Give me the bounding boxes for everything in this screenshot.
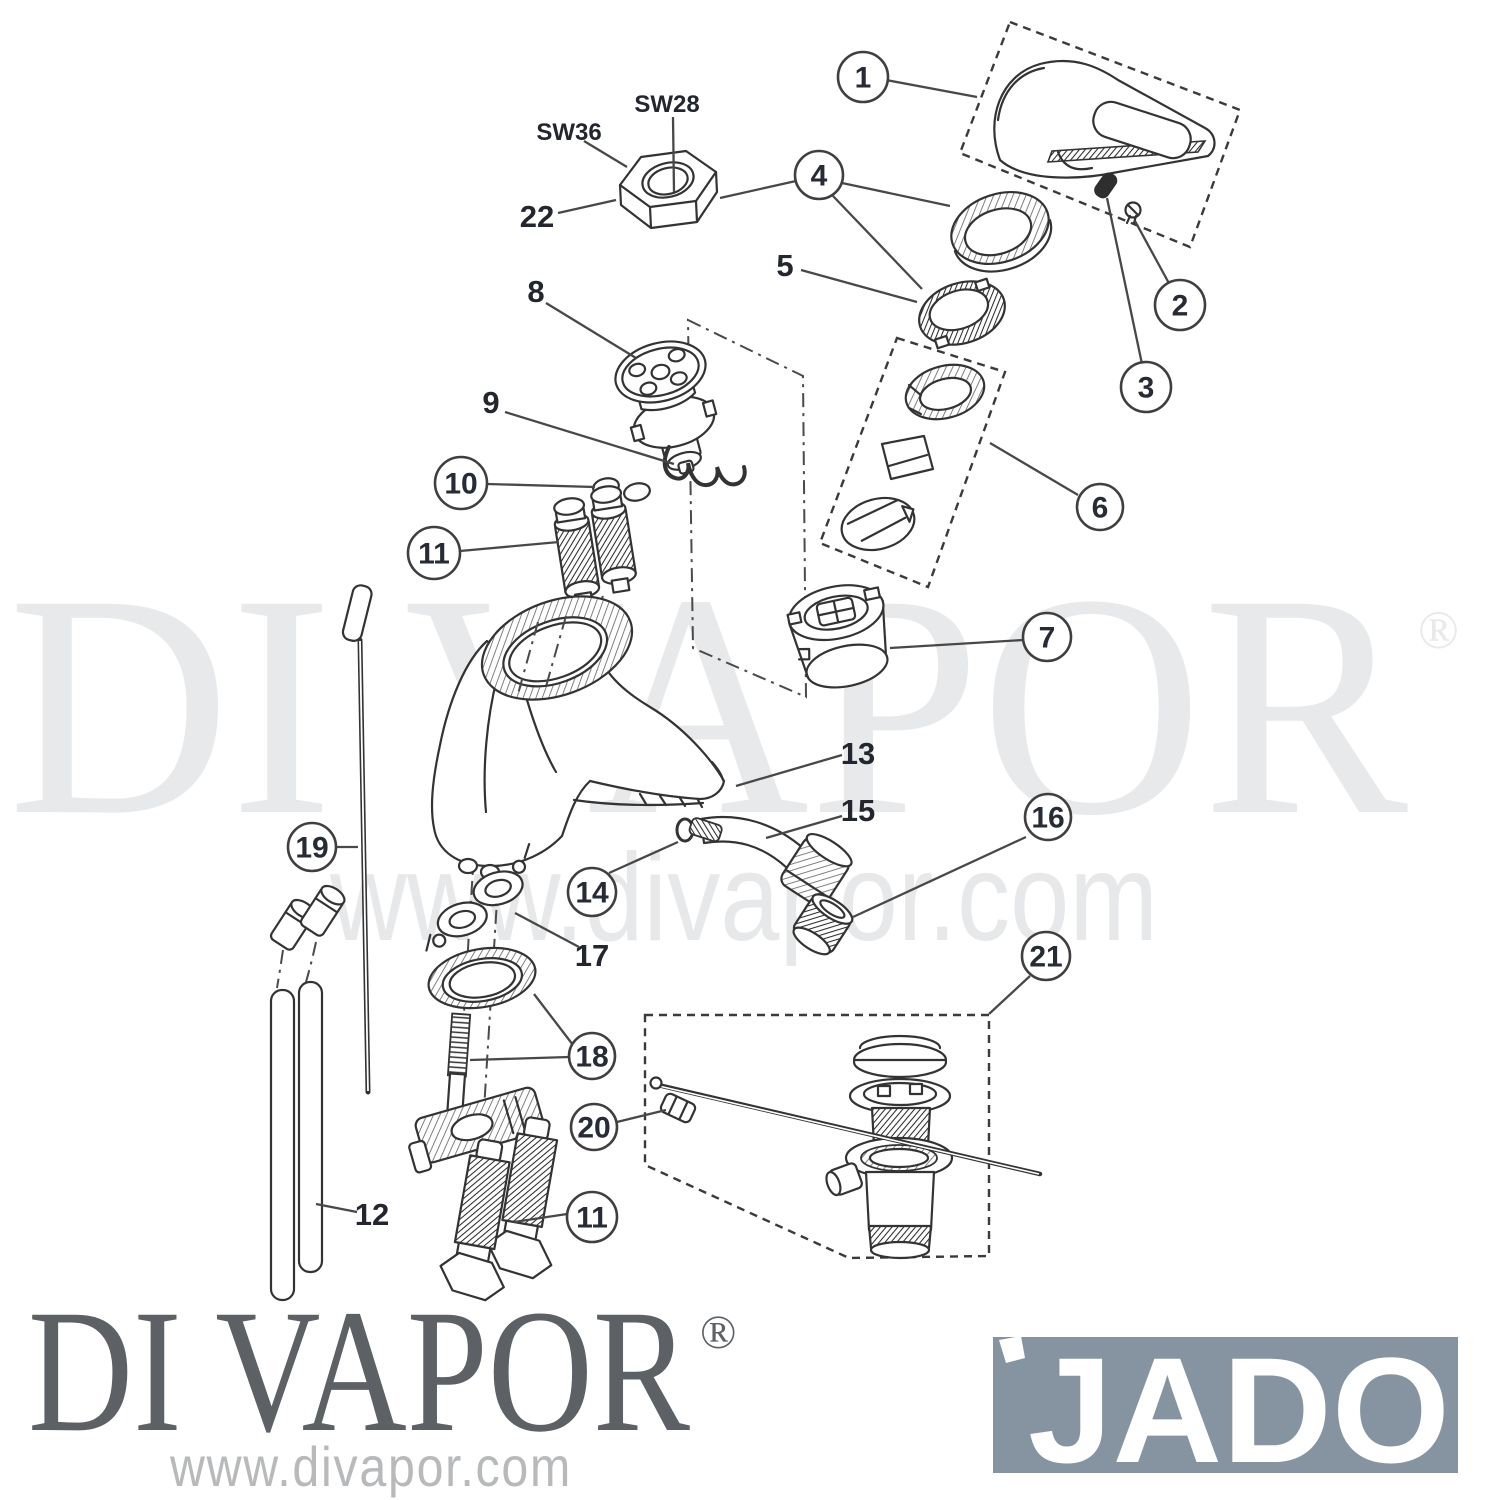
callout-2: 2 — [1153, 278, 1207, 332]
svg-text:19: 19 — [295, 832, 328, 865]
svg-text:1: 1 — [855, 62, 872, 95]
svg-text:3: 3 — [1138, 372, 1155, 405]
mounting-kit-illustration — [408, 946, 545, 1174]
callout-21: 21 — [1020, 930, 1072, 982]
label-sw36: SW36 — [536, 119, 601, 146]
footer-brand-logo: DI VAPOR — [28, 1274, 691, 1469]
callout-4: 4 — [793, 149, 845, 201]
aerator-illustration — [792, 893, 854, 956]
label-9: 9 — [482, 385, 499, 420]
jado-accent-icon — [999, 1336, 1025, 1363]
cartridge-seals-dashed-box — [818, 336, 1007, 589]
svg-text:16: 16 — [1031, 802, 1064, 835]
callout-10: 10 — [433, 455, 489, 511]
callout-18: 18 — [567, 1031, 617, 1081]
svg-text:11: 11 — [418, 538, 450, 571]
callout-7: 7 — [1021, 611, 1073, 663]
svg-text:2: 2 — [1172, 290, 1189, 323]
callout-1: 1 — [836, 50, 890, 104]
svg-text:4: 4 — [811, 160, 828, 193]
check-valves-illustration — [553, 485, 637, 608]
supply-pipes-illustration — [269, 884, 346, 1302]
svg-text:11: 11 — [576, 1202, 608, 1235]
cartridge-position-box — [686, 318, 808, 699]
jado-logo: JADO — [993, 1326, 1458, 1494]
label-8: 8 — [527, 274, 544, 309]
svg-text:18: 18 — [575, 1041, 608, 1074]
callout-16: 16 — [1023, 792, 1073, 842]
callout-11: 11 — [406, 525, 462, 581]
base-gasket-illustration — [425, 843, 531, 952]
callout-6: 6 — [1075, 482, 1125, 532]
callout-14: 14 — [566, 866, 618, 918]
callout-19: 19 — [286, 821, 338, 873]
label-15: 15 — [841, 793, 875, 828]
label-13: 13 — [841, 736, 875, 771]
waste-assembly-illustration — [825, 1034, 954, 1260]
footer-branding: DI VAPOR ® www.divapor.com — [28, 1274, 736, 1498]
label-5: 5 — [776, 248, 793, 283]
handle-plug-illustration — [1094, 172, 1118, 199]
svg-text:21: 21 — [1029, 941, 1062, 974]
flexible-tails-illustration — [439, 1116, 559, 1302]
waste-kit-dashed-box — [643, 1013, 991, 1260]
popup-rod-illustration — [341, 584, 373, 1095]
escutcheon-ring-illustration — [950, 191, 1053, 273]
svg-text:10: 10 — [444, 468, 477, 501]
mounting-nut-illustration — [618, 149, 719, 230]
label-sw28: SW28 — [634, 91, 699, 118]
svg-text:20: 20 — [577, 1112, 610, 1145]
svg-text:14: 14 — [575, 877, 609, 910]
svg-text:7: 7 — [1039, 622, 1056, 655]
handle-dashed-box — [958, 20, 1242, 249]
valve-seal-kit-illustration — [840, 363, 986, 552]
spout-pipe-illustration — [688, 815, 853, 908]
dashed-boxes — [643, 20, 1242, 1260]
handle-illustration — [993, 59, 1216, 179]
cartridge-retainer-illustration — [786, 584, 889, 689]
leader-lines — [315, 78, 1173, 1224]
svg-text:6: 6 — [1092, 492, 1109, 525]
jado-logo-box — [993, 1337, 1458, 1473]
footer-url: www.divapor.com — [169, 1435, 572, 1498]
retaining-clip-illustration — [662, 445, 747, 488]
callout-3: 3 — [1119, 360, 1173, 414]
cartridge-illustration — [614, 340, 718, 475]
label-12: 12 — [355, 1197, 389, 1232]
footer-registered-icon: ® — [700, 1306, 736, 1359]
waste-lever-rod-illustration — [649, 1076, 1043, 1177]
label-22: 22 — [520, 199, 554, 234]
callout-11-bottom: 11 — [565, 1190, 619, 1244]
label-17: 17 — [575, 938, 609, 973]
handle-screw-illustration — [1124, 201, 1142, 225]
callout-20: 20 — [569, 1102, 619, 1152]
watermark-registered-icon: ® — [1418, 600, 1459, 660]
locking-ring-illustration — [918, 277, 1006, 350]
jado-logo-text: JADO — [1028, 1326, 1450, 1494]
center-watermark: DI VAPOR ® www.divapor.com — [8, 529, 1459, 967]
